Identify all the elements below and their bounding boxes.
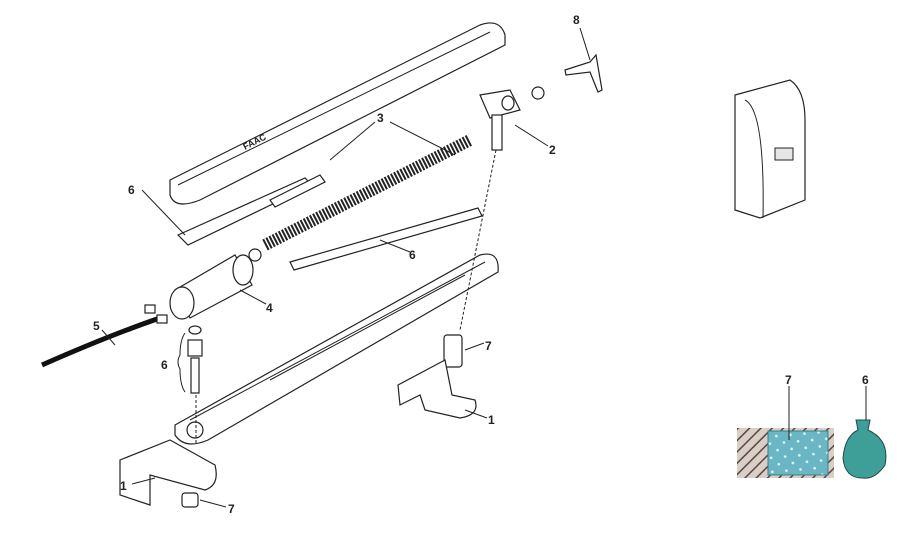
insulation-fill (767, 430, 829, 476)
callout-6-plate: 6 (128, 183, 135, 197)
motor (169, 254, 254, 320)
callout-7-insulation: 7 (785, 373, 792, 387)
rear-bracket (397, 359, 477, 419)
shaft-kit (187, 325, 203, 394)
callout-7-bushing: 7 (485, 339, 492, 353)
leader-lines (101, 27, 867, 508)
callout-1-front: 1 (120, 479, 127, 493)
callout-2: 2 (549, 143, 556, 157)
base-housing (174, 253, 499, 445)
callout-4: 4 (266, 301, 273, 315)
callout-3: 3 (377, 111, 384, 125)
release-pin (564, 53, 603, 93)
nut-block (479, 89, 521, 151)
power-cable (40, 315, 161, 368)
slide-plate (289, 207, 483, 271)
cover-box (734, 79, 806, 219)
top-plate (269, 174, 326, 208)
lead-screw (248, 86, 545, 262)
callout-5: 5 (93, 319, 100, 333)
front-bracket (119, 439, 217, 506)
nut (181, 492, 199, 508)
callout-6-shaft: 6 (161, 358, 168, 372)
parts-bag (842, 419, 887, 479)
callout-7-nut: 7 (228, 502, 235, 516)
callout-1-rear: 1 (488, 413, 495, 427)
callout-6-bag: 6 (862, 373, 869, 387)
top-cover: FAAC (169, 22, 506, 205)
callout-6-slide: 6 (409, 248, 416, 262)
bushing (443, 334, 463, 368)
callout-8: 8 (573, 13, 580, 27)
